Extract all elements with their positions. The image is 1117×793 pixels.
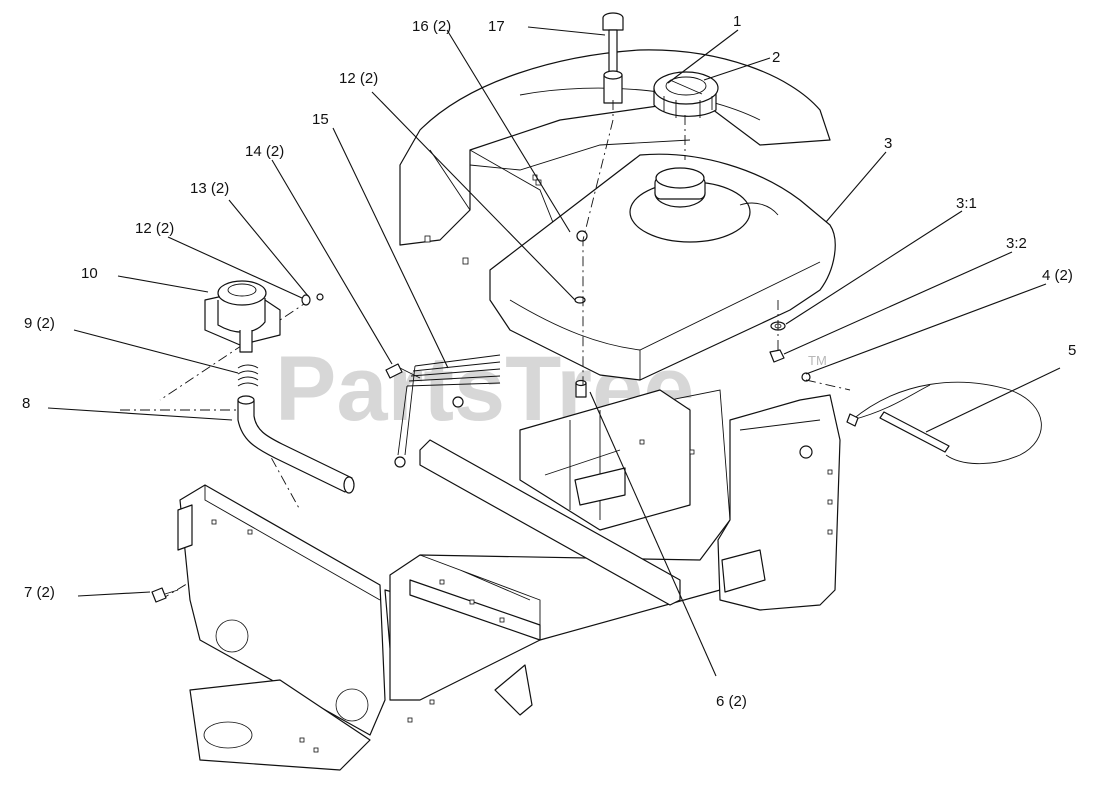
hose-clamp: [237, 364, 259, 387]
fuel-cap: [653, 71, 719, 118]
callout-1: 1: [733, 13, 741, 30]
callout-3: 3: [884, 135, 892, 152]
wire-harness: [394, 354, 501, 468]
fuel-line: [846, 381, 1042, 465]
callout-9: 9 (2): [24, 315, 55, 332]
chassis-frame: [177, 389, 841, 771]
callout-2: 2: [772, 49, 780, 66]
callout-16: 16 (2): [412, 18, 451, 35]
callout-5: 5: [1068, 342, 1076, 359]
callout-12-tank: 12 (2): [339, 70, 378, 87]
callout-17: 17: [488, 18, 505, 35]
fuel-tank: [489, 153, 836, 381]
callout-15: 15: [312, 111, 329, 128]
callout-14: 14 (2): [245, 143, 284, 160]
callout-10: 10: [81, 265, 98, 282]
leader-lines: [47, 26, 1061, 677]
screw: [151, 587, 179, 603]
callout-6: 6 (2): [716, 693, 747, 710]
callout-4: 4 (2): [1042, 267, 1073, 284]
callout-12-filter: 12 (2): [135, 220, 174, 237]
callout-13: 13 (2): [190, 180, 229, 197]
fuel-hose: [237, 395, 355, 494]
watermark-tm: TM: [808, 353, 827, 368]
callout-3-2: 3:2: [1006, 235, 1027, 252]
callout-3-1: 3:1: [956, 195, 977, 212]
callout-labels: 17 16 (2) 1 2 12 (2) 15 14 (2) 13 (2) 12…: [22, 13, 1076, 710]
fuel-filter: [204, 280, 281, 353]
fuel-gauge-rod: [602, 12, 624, 104]
filter-hardware: [301, 293, 324, 306]
callout-7: 7 (2): [24, 584, 55, 601]
bolt: [385, 363, 421, 379]
callout-8: 8: [22, 395, 30, 412]
